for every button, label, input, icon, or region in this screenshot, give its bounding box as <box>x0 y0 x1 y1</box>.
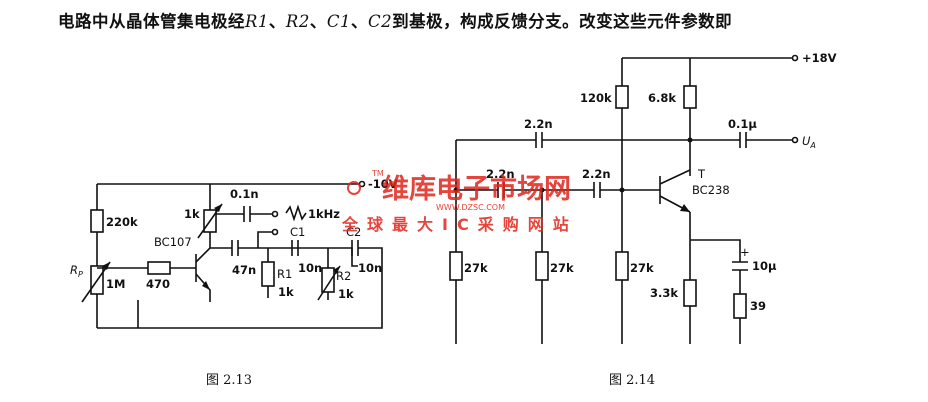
watermark-tm: TM <box>371 169 384 178</box>
heading-c2: C2 <box>367 12 393 31</box>
fig214-c-out <box>739 132 747 148</box>
watermark-url: WWW.DZSC.COM <box>436 203 505 212</box>
fig213-r1-value: 1k <box>278 285 294 299</box>
fig213-caption: 图 2.13 <box>206 373 252 388</box>
fig213-r1-label: R1 <box>277 267 292 281</box>
fig214-cap-branch <box>690 239 741 344</box>
fig214-r120k <box>615 85 629 109</box>
fig213-r-trim-label: 1k <box>184 207 200 221</box>
fig214-c-mid2 <box>593 182 601 198</box>
fig214-r27k-2-label: 27k <box>550 261 574 275</box>
fig213-c-out-label: 0.1n <box>230 187 259 201</box>
fig213-r220k <box>90 209 104 233</box>
fig213-c2-wire <box>358 247 383 266</box>
fig213-c-out <box>243 206 251 222</box>
fig214-r120k-label: 120k <box>580 91 612 105</box>
heading-c1: C1 <box>326 12 351 31</box>
heading-sep3: 、 <box>350 12 368 31</box>
fig213-r470-label: 470 <box>146 277 170 291</box>
fig214-node-base <box>619 187 625 193</box>
fig213-rp-value: 1M <box>106 277 125 291</box>
watermark-main-text: 维库电子市场网 <box>382 173 571 205</box>
fig213-coupling-wire <box>210 247 358 267</box>
fig213-r2 <box>321 267 335 293</box>
fig213-bottom-rail <box>138 266 383 329</box>
fig214-c-out-label: 0.1μ <box>728 117 757 131</box>
fig214-caption: 图 2.14 <box>609 373 655 388</box>
fig214-r39 <box>733 293 747 319</box>
fig213-signal-wave-icon <box>285 204 307 222</box>
fig214-c-mid1-label: 2.2n <box>486 167 515 181</box>
fig213-c47n <box>231 240 239 256</box>
heading-r2: R2 <box>285 12 310 31</box>
fig213-rp-arrowhead <box>102 262 110 270</box>
fig214-r27k-1 <box>449 251 463 281</box>
fig213-c1 <box>291 240 299 256</box>
fig213-c2-value: 10n <box>358 261 382 275</box>
fig214-node-mid <box>539 187 545 193</box>
fig214-supply-terminal <box>791 54 799 62</box>
fig213-input-wire <box>257 231 272 248</box>
fig213-transistor-bc107 <box>195 240 211 302</box>
figure-2-14: +18V 120k 6.8k 2.2n 0.1μ UA 2.2n 2.2n T … <box>449 51 837 388</box>
fig213-signal-label: 1kHz <box>308 207 340 221</box>
fig214-r6k8-label: 6.8k <box>648 91 676 105</box>
fig213-rp-label: RP <box>70 263 83 279</box>
fig214-transistor-tag: T <box>697 167 706 181</box>
fig213-bottom-left <box>97 300 139 329</box>
fig214-node-collector <box>687 137 693 143</box>
fig213-c1-value: 10n <box>298 261 322 275</box>
fig213-input-terminal <box>271 228 279 236</box>
fig214-r27k-3-label: 27k <box>630 261 654 275</box>
fig214-supply-label: +18V <box>802 51 837 65</box>
heading-sep2: 、 <box>309 12 327 31</box>
fig214-r3k3-label: 3.3k <box>650 286 678 300</box>
fig213-transistor-label: BC107 <box>154 235 192 249</box>
fig213-c2 <box>351 240 359 256</box>
heading-part1: 电路中从晶体管集电极经 <box>58 12 245 31</box>
watermark: 维库电子市场网 TM WWW.DZSC.COM 全球最大IC采购网站 <box>341 169 578 234</box>
fig214-c-emitter-plus: + <box>740 245 750 259</box>
figure-2-13: 220k RP 1M 470 BC107 1k 0.1n 1kHz -10V 4… <box>70 177 398 388</box>
fig213-supply-label: -10V <box>368 177 398 191</box>
fig214-c-mid2-label: 2.2n <box>582 167 611 181</box>
fig214-r39-label: 39 <box>750 299 766 313</box>
fig213-c47n-label: 47n <box>232 263 256 277</box>
fig213-r470 <box>147 261 171 275</box>
fig214-output-label: UA <box>802 134 816 150</box>
heading-sep1: 、 <box>268 12 286 31</box>
fig213-r2-value: 1k <box>338 287 354 301</box>
fig213-r2-arrowhead <box>333 266 340 274</box>
fig213-trim-arrowhead <box>214 204 222 212</box>
fig214-node-left <box>453 187 459 193</box>
fig214-r3k3 <box>683 279 697 307</box>
watermark-logo-icon <box>347 181 361 195</box>
fig213-r220k-label: 220k <box>106 215 138 229</box>
fig213-c1-label: C1 <box>290 225 305 239</box>
heading-part2: 到基极，构成反馈分支。改变这些元件参数即 <box>392 12 733 31</box>
fig214-c-mid1 <box>497 182 505 198</box>
fig214-c-top <box>535 132 543 148</box>
fig214-transistor-label: BC238 <box>692 183 730 197</box>
fig213-c2-label: C2 <box>346 225 361 239</box>
fig213-r1 <box>261 261 275 287</box>
fig213-r2-label: R2 <box>336 269 351 283</box>
fig214-r6k8 <box>683 85 697 109</box>
fig213-out-terminal <box>271 210 279 218</box>
heading-text: 电路中从晶体管集电极经R1、R2、C1、C2到基极，构成反馈分支。改变这些元件参… <box>58 8 918 32</box>
fig214-c-emitter <box>732 261 748 271</box>
fig214-r27k-1-label: 27k <box>464 261 488 275</box>
heading-r1: R1 <box>245 12 269 31</box>
fig214-c-emitter-label: 10μ <box>752 259 777 273</box>
fig214-r27k-2 <box>535 251 549 281</box>
fig214-r27k-3 <box>615 251 629 281</box>
fig214-c-top-label: 2.2n <box>524 117 553 131</box>
fig214-transistor-bc238 <box>659 169 691 213</box>
watermark-sub-text: 全球最大IC采购网站 <box>341 215 578 234</box>
fig214-out-terminal <box>791 136 799 144</box>
